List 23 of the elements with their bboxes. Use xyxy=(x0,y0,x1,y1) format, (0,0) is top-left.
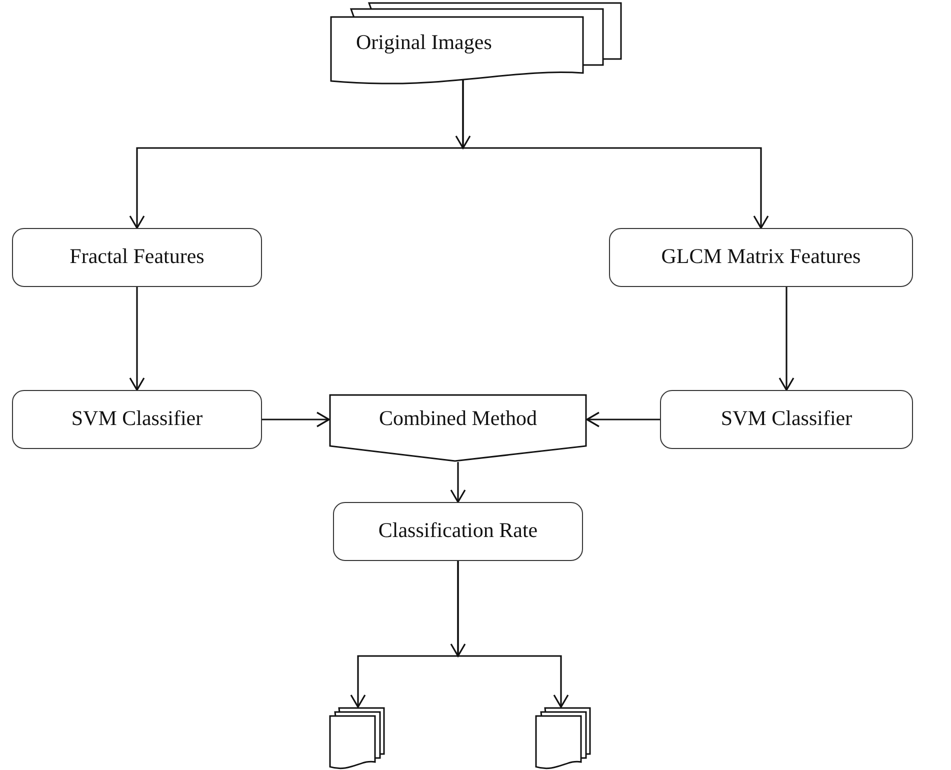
arrow xyxy=(778,287,794,391)
multi-document-shape xyxy=(329,707,385,769)
process-box xyxy=(333,502,583,561)
arrow xyxy=(586,412,660,428)
arrow xyxy=(450,462,466,503)
process-box xyxy=(609,228,913,287)
multi-document-shape xyxy=(535,707,591,769)
arrow xyxy=(457,561,569,708)
arrow xyxy=(462,80,769,229)
process-box xyxy=(12,228,262,287)
node-label: SVM Classifier xyxy=(70,406,204,431)
process-box xyxy=(660,390,913,449)
node-label: Classification Rate xyxy=(377,518,539,543)
arrow xyxy=(262,412,330,428)
node-label: Fractal Features xyxy=(68,244,206,269)
node-label: SVM Classifier xyxy=(720,406,854,431)
node-label: Original Images xyxy=(356,30,492,55)
process-box xyxy=(12,390,262,449)
node-label: Combined Method xyxy=(378,406,538,431)
arrow xyxy=(129,287,145,391)
multi-document-shape xyxy=(330,2,620,86)
node-label: GLCM Matrix Features xyxy=(660,244,862,269)
off-page-connector xyxy=(329,394,587,462)
